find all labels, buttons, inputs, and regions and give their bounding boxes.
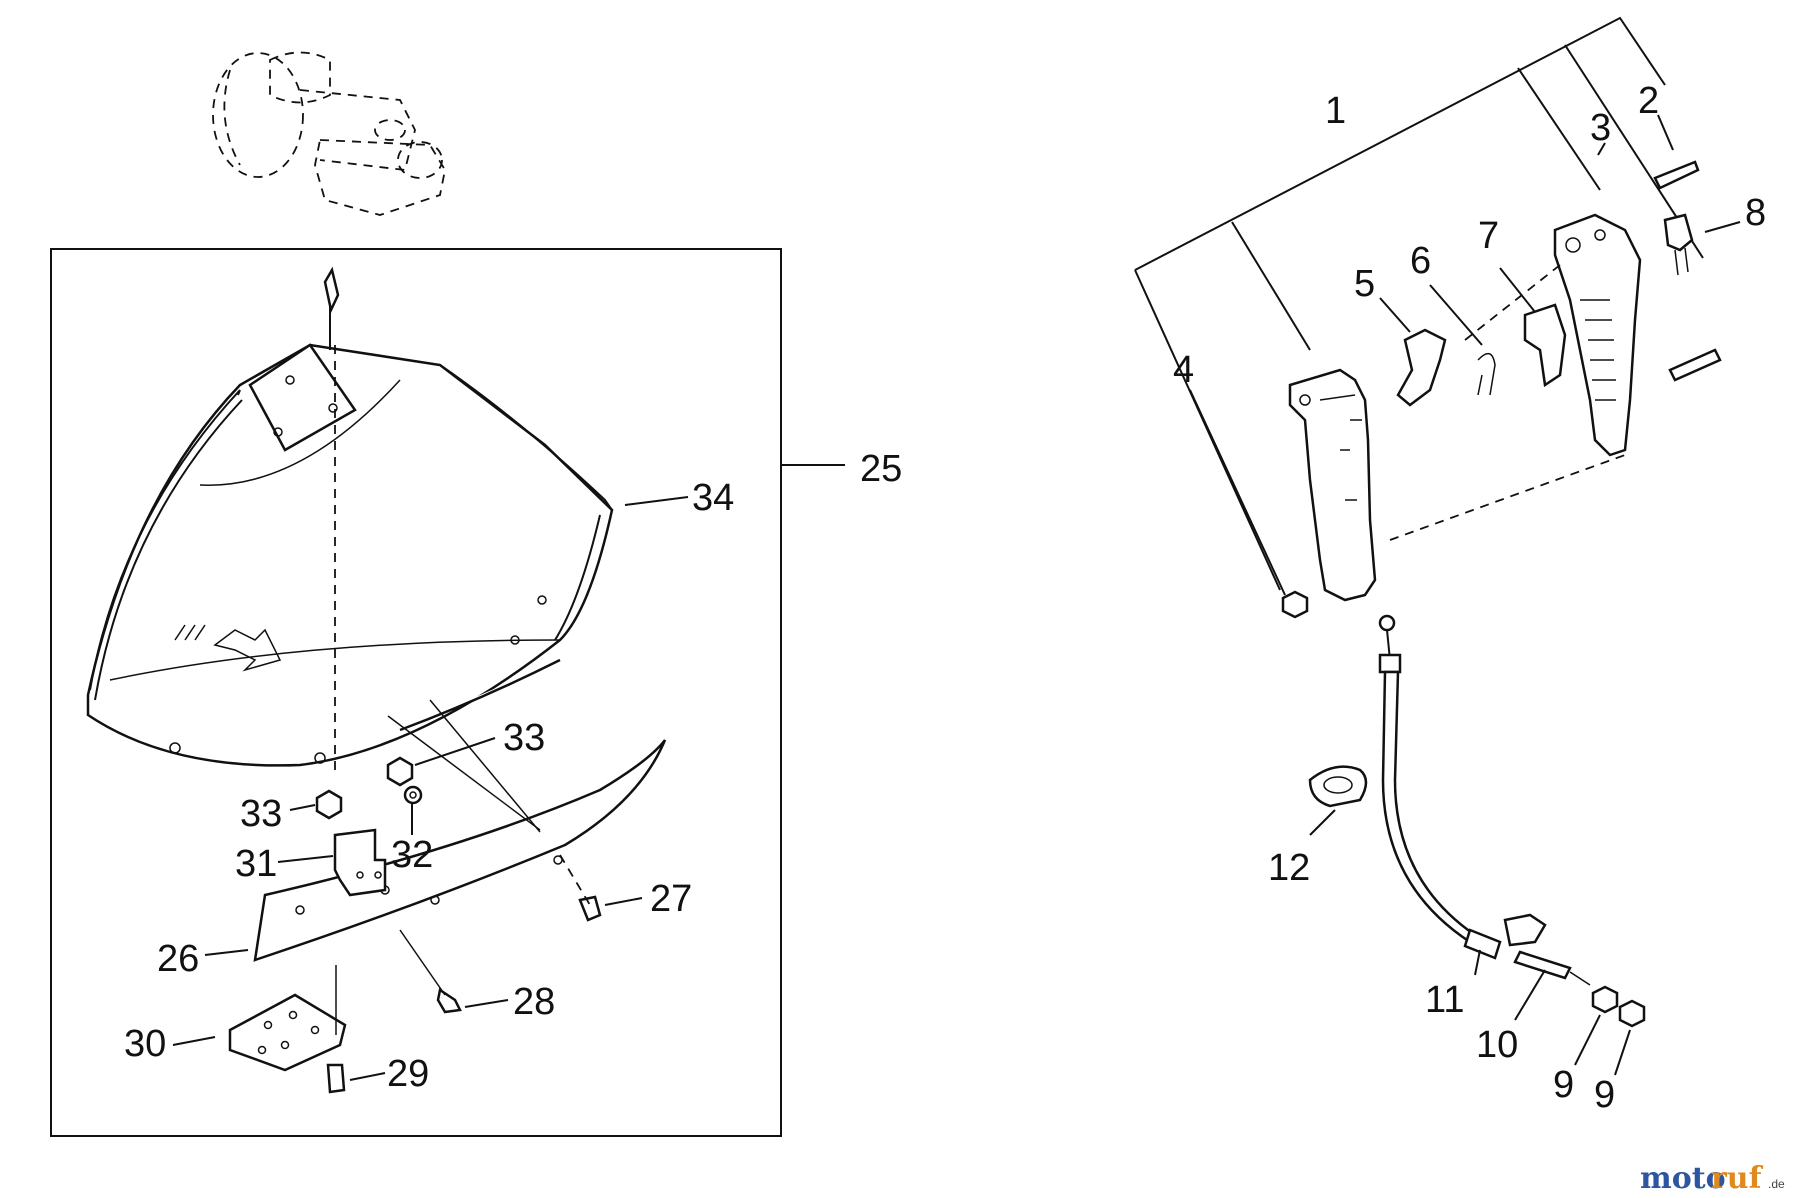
leader-27 (604, 897, 643, 906)
callout-2: 2 (1638, 80, 1659, 122)
callout-29: 29 (387, 1053, 429, 1095)
leader-2 (1657, 114, 1674, 151)
watermark-part1: moto (1640, 1161, 1726, 1196)
leader-12 (1309, 809, 1336, 836)
callout-25: 25 (860, 448, 902, 490)
leader-31 (277, 855, 334, 863)
leader-30 (172, 1036, 216, 1046)
callout-7: 7 (1478, 215, 1499, 257)
callout-4: 4 (1173, 349, 1194, 391)
callout-5: 5 (1354, 263, 1375, 305)
callout-27: 27 (650, 878, 692, 920)
callout-31: 31 (235, 843, 277, 885)
leader-34 (624, 496, 689, 506)
leader-10 (1514, 969, 1546, 1021)
leader-9a (1574, 1014, 1601, 1066)
leader-4 (1189, 389, 1286, 596)
callout-1: 1 (1325, 90, 1346, 132)
callout-33a: 33 (503, 717, 545, 759)
leader-33b (289, 804, 316, 811)
callout-12: 12 (1268, 847, 1310, 889)
leader-8 (1704, 221, 1741, 233)
callout-3: 3 (1590, 107, 1611, 149)
guard-assembly-frame (50, 248, 782, 1137)
callout-10: 10 (1476, 1024, 1518, 1066)
handle-assembly (1134, 16, 1722, 619)
leader-7 (1499, 267, 1536, 313)
leader-33a (414, 737, 496, 766)
callout-30: 30 (124, 1023, 166, 1065)
watermark-suffix: .de (1768, 1177, 1785, 1191)
leader-11 (1474, 949, 1481, 976)
leader-9b (1614, 1029, 1631, 1076)
leader-5 (1379, 297, 1411, 333)
leader-6 (1429, 284, 1483, 346)
guard-part-34 (86, 343, 614, 767)
leader-29 (349, 1072, 386, 1081)
leader-28 (464, 999, 509, 1008)
throttle-cable (1308, 614, 1646, 1028)
watermark-part2: ruf (1711, 1161, 1764, 1196)
cutter-blade (253, 739, 667, 962)
callout-9b: 9 (1594, 1074, 1615, 1116)
callout-11: 11 (1425, 979, 1464, 1021)
callout-28: 28 (513, 981, 555, 1023)
callout-26: 26 (157, 938, 199, 980)
callout-34: 34 (692, 477, 734, 519)
callout-8: 8 (1745, 192, 1766, 234)
callout-9a: 9 (1553, 1064, 1574, 1106)
callout-6: 6 (1410, 240, 1431, 282)
fasteners (228, 756, 602, 1094)
gearhead-reference-drawing (212, 51, 446, 216)
callout-33b: 33 (240, 793, 282, 835)
callout-32: 32 (391, 834, 433, 876)
motoruf-watermark: moto ruf .de (1640, 1161, 1785, 1196)
leader-26 (204, 949, 249, 956)
leader-3 (1597, 142, 1606, 156)
